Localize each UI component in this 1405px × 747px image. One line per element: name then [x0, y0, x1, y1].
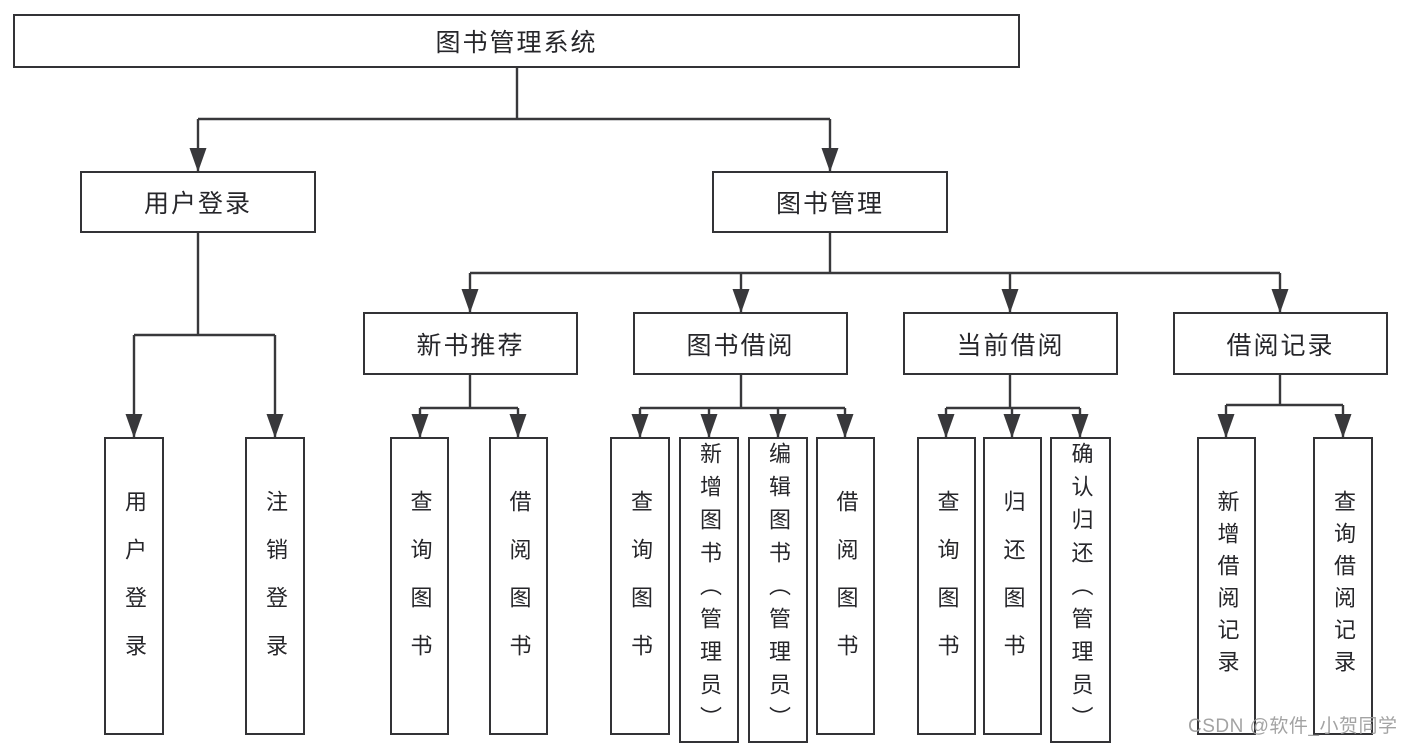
leaf-query-books-borrow-label: 查询图书	[628, 490, 653, 682]
node-book-management-label: 图书管理	[775, 190, 884, 218]
connector-new-book-to-leaves	[411, 375, 527, 438]
node-current-borrow: 当前借阅	[903, 312, 1118, 375]
leaf-add-books-admin: 新增图书（管理员）	[679, 437, 739, 743]
node-root: 图书管理系统	[13, 14, 1020, 68]
leaf-query-books-recommend-label: 查询图书	[407, 490, 433, 682]
connector-user-login-to-leaves	[125, 233, 284, 438]
leaf-query-books-current: 查询图书	[917, 437, 976, 735]
node-book-borrow-label: 图书借阅	[686, 331, 795, 360]
leaf-edit-books-admin-label: 编辑图书（管理员）	[766, 441, 791, 739]
node-user-login: 用户登录	[80, 171, 316, 233]
leaf-return-books-label: 归还图书	[1000, 490, 1026, 682]
node-borrow-records-label: 借阅记录	[1226, 331, 1335, 360]
leaf-query-books-current-label: 查询图书	[934, 490, 960, 682]
leaf-user-login: 用户登录	[104, 437, 164, 735]
connector-book-borrow-to-leaves	[631, 375, 854, 438]
leaf-query-books-recommend: 查询图书	[390, 437, 449, 735]
node-root-label: 图书管理系统	[435, 29, 598, 57]
node-new-book-recommend: 新书推荐	[363, 312, 578, 375]
leaf-add-borrow-record-label: 新增借阅记录	[1214, 490, 1240, 682]
leaf-edit-books-admin: 编辑图书（管理员）	[748, 437, 808, 743]
leaf-confirm-return-admin-label: 确认归还（管理员）	[1068, 441, 1094, 739]
connector-book-management-to-level2	[461, 233, 1289, 313]
csdn-watermark: CSDN @软件_小贺同学	[1188, 716, 1398, 737]
node-user-login-label: 用户登录	[143, 190, 252, 218]
node-book-borrow: 图书借阅	[633, 312, 848, 375]
leaf-add-books-admin-label: 新增图书（管理员）	[697, 441, 722, 739]
leaf-add-borrow-record: 新增借阅记录	[1197, 437, 1256, 735]
node-current-borrow-label: 当前借阅	[956, 331, 1065, 360]
connector-current-borrow-to-leaves	[937, 375, 1089, 438]
node-borrow-records: 借阅记录	[1173, 312, 1388, 375]
leaf-query-borrow-record: 查询借阅记录	[1313, 437, 1373, 735]
leaf-borrow-books-recommend-label: 借阅图书	[506, 490, 532, 682]
leaf-query-books-borrow: 查询图书	[610, 437, 670, 735]
leaf-user-login-label: 用户登录	[122, 490, 147, 682]
leaf-query-borrow-record-label: 查询借阅记录	[1331, 490, 1356, 682]
connector-borrow-records-to-leaves	[1217, 375, 1352, 438]
leaf-confirm-return-admin: 确认归还（管理员）	[1050, 437, 1111, 743]
node-book-management: 图书管理	[712, 171, 948, 233]
connector-root-to-level1	[189, 68, 839, 172]
node-new-book-recommend-label: 新书推荐	[416, 331, 525, 360]
leaf-borrow-books: 借阅图书	[816, 437, 875, 735]
leaf-borrow-books-label: 借阅图书	[833, 490, 859, 682]
leaf-return-books: 归还图书	[983, 437, 1042, 735]
leaf-logout: 注销登录	[245, 437, 305, 735]
leaf-logout-label: 注销登录	[263, 490, 288, 682]
leaf-borrow-books-recommend: 借阅图书	[489, 437, 548, 735]
